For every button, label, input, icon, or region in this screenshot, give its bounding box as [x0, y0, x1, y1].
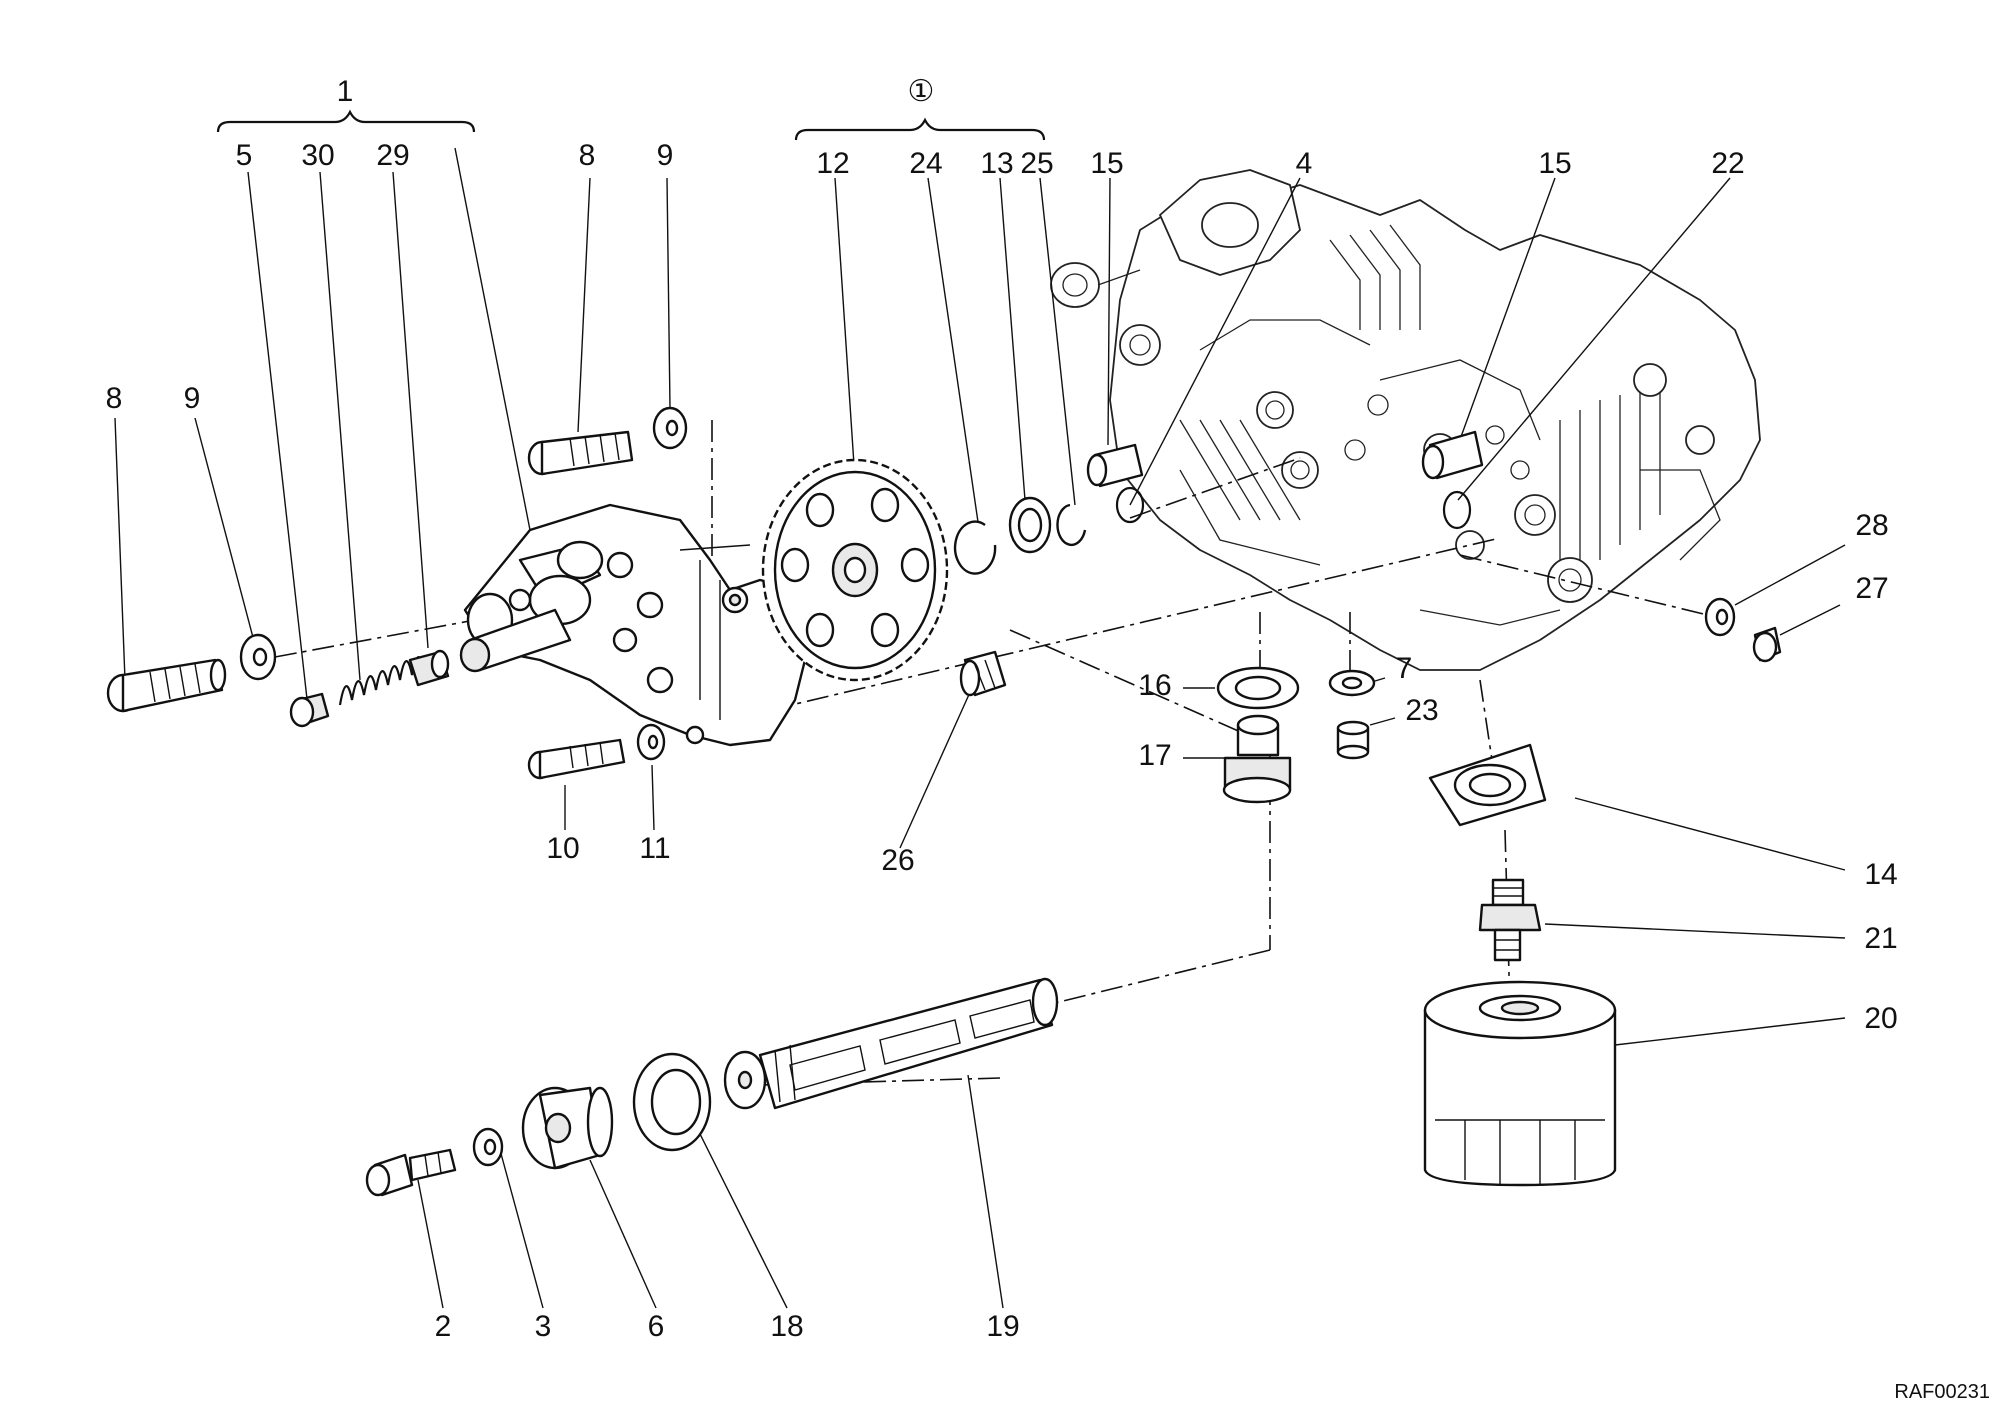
part-27-plug	[1752, 626, 1782, 663]
oil-pump-body	[459, 503, 812, 747]
part-label-8-top: 8	[579, 139, 596, 172]
part-20-oil-filter	[1423, 980, 1617, 1187]
part-5-plug	[289, 692, 330, 728]
part-4-o-ring	[1115, 486, 1145, 524]
part-13-bearing	[1008, 496, 1052, 554]
part-9-washer-top	[652, 406, 688, 450]
part-label-30: 30	[301, 139, 334, 172]
part-labels: 5 30 29 8 9 12 24 13 25 15 4 15 22 8 9 2…	[106, 139, 1898, 1343]
part-label-13: 13	[980, 147, 1013, 180]
part-label-19: 19	[986, 1310, 1019, 1343]
part-10-bolt-small	[527, 738, 626, 780]
part-2-bolt	[365, 1148, 457, 1197]
part-label-24: 24	[909, 147, 942, 180]
part-label-6: 6	[648, 1310, 665, 1343]
group-label-circled-1: ①	[908, 75, 935, 108]
alignment-axes	[274, 420, 1721, 1086]
part-14-plate	[1428, 743, 1547, 827]
part-label-3: 3	[535, 1310, 552, 1343]
part-label-4: 4	[1296, 147, 1313, 180]
part-label-5: 5	[236, 139, 253, 172]
part-18-seal	[632, 1052, 712, 1152]
part-21-nipple	[1478, 878, 1542, 962]
part-label-26: 26	[881, 844, 914, 877]
part-12-gear	[761, 458, 949, 682]
part-label-14: 14	[1864, 858, 1897, 891]
part-label-21: 21	[1864, 922, 1897, 955]
part-7-washer	[1328, 669, 1376, 697]
part-label-22: 22	[1711, 147, 1744, 180]
part-22-o-ring	[1442, 490, 1472, 530]
part-label-15-left: 15	[1090, 147, 1123, 180]
part-label-18: 18	[770, 1310, 803, 1343]
part-8-bolt-top	[527, 430, 634, 476]
reference-code: RAF00231	[1894, 1381, 1990, 1403]
part-label-8-left: 8	[106, 382, 123, 415]
part-label-10: 10	[546, 832, 579, 865]
part-19-strainer	[723, 977, 1059, 1110]
part-30-spring	[338, 656, 426, 706]
part-label-23: 23	[1405, 694, 1438, 727]
group-labels: 1 ①	[337, 75, 935, 108]
part-label-12: 12	[816, 147, 849, 180]
group-label-1: 1	[337, 75, 354, 108]
part-15-bush-left	[1086, 443, 1144, 488]
part-label-15-right: 15	[1538, 147, 1571, 180]
part-8-bolt-left	[106, 658, 227, 713]
part-label-16: 16	[1138, 669, 1171, 702]
part-label-27: 27	[1855, 572, 1888, 605]
part-label-7: 7	[1396, 652, 1413, 685]
part-9-washer-left	[239, 633, 277, 681]
part-label-11: 11	[639, 832, 670, 865]
part-16-washer	[1216, 666, 1300, 710]
part-26-dowel	[959, 650, 1007, 697]
part-24-circlip	[953, 520, 997, 575]
part-15-bush-right	[1421, 430, 1484, 480]
group-1-bracket	[216, 109, 476, 133]
part-label-17: 17	[1138, 739, 1171, 772]
part-3-washer	[472, 1127, 504, 1167]
part-label-20: 20	[1864, 1002, 1897, 1035]
part-6-cap	[521, 1086, 614, 1170]
part-25-clip	[1056, 503, 1087, 547]
group-circled-1-bracket	[794, 117, 1046, 141]
leader-lines	[114, 147, 1846, 1309]
part-17-plug	[1222, 714, 1292, 804]
part-label-9-left: 9	[184, 382, 201, 415]
part-23-plug	[1336, 720, 1370, 760]
part-label-28: 28	[1855, 509, 1888, 542]
part-11-washer	[636, 723, 666, 761]
part-label-9-top: 9	[657, 139, 674, 172]
part-label-29: 29	[376, 139, 409, 172]
part-label-2: 2	[435, 1310, 452, 1343]
crankcase-illustration	[1050, 169, 1761, 671]
part-28-washer	[1704, 597, 1736, 637]
part-29-piston	[408, 649, 450, 687]
part-label-25: 25	[1020, 147, 1053, 180]
